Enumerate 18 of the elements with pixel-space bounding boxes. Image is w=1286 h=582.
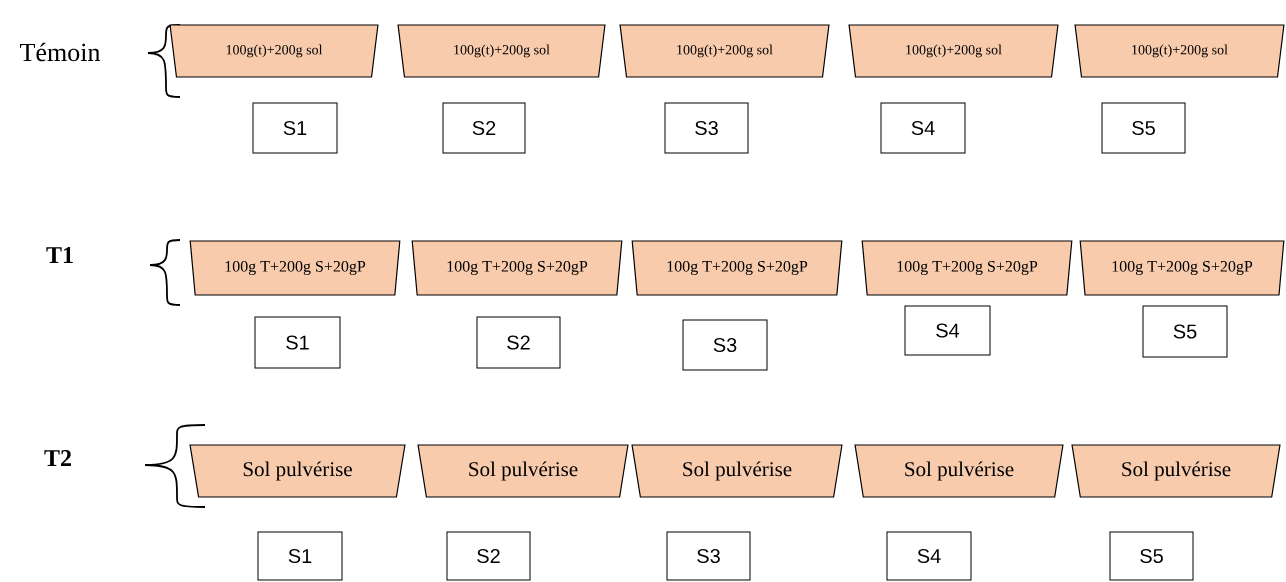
sample-box: S1 <box>252 102 338 154</box>
sample-box: S3 <box>682 319 768 371</box>
sample-box: S4 <box>886 531 972 581</box>
sample-box: S4 <box>904 305 991 356</box>
row-label: Témoin <box>20 42 101 62</box>
row-label: T2 <box>44 450 71 466</box>
sample-box: S1 <box>257 531 343 581</box>
sample-box: S3 <box>666 531 751 581</box>
sample-box: S4 <box>880 102 966 154</box>
sample-box: S1 <box>254 316 341 369</box>
sample-box: S5 <box>1142 305 1228 358</box>
sample-box: S3 <box>664 102 749 154</box>
row-label: T1 <box>46 247 73 263</box>
sample-box: S2 <box>476 316 561 369</box>
sample-box: S2 <box>442 102 526 154</box>
sample-box: S5 <box>1109 531 1194 581</box>
sample-box: S2 <box>446 531 531 581</box>
sample-box: S5 <box>1101 102 1186 154</box>
